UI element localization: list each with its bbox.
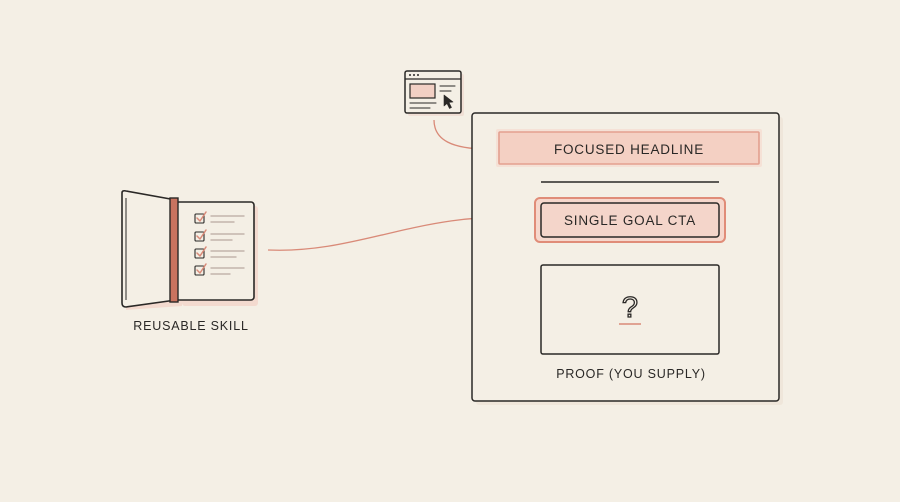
focused-headline-block xyxy=(496,129,762,167)
headline-text: FOCUSED HEADLINE xyxy=(554,142,704,157)
single-goal-cta-button[interactable]: SINGLE GOAL CTA xyxy=(534,197,726,243)
skill-checklist-book-icon xyxy=(121,189,258,310)
proof-placeholder-box xyxy=(540,264,720,355)
proof-label: PROOF (YOU SUPPLY) xyxy=(556,367,706,381)
skill-label: REUSABLE SKILL xyxy=(133,319,248,333)
cta-label: SINGLE GOAL CTA xyxy=(564,213,696,228)
question-mark-icon: ? xyxy=(622,292,638,324)
browser-window-cursor-icon xyxy=(404,70,464,116)
